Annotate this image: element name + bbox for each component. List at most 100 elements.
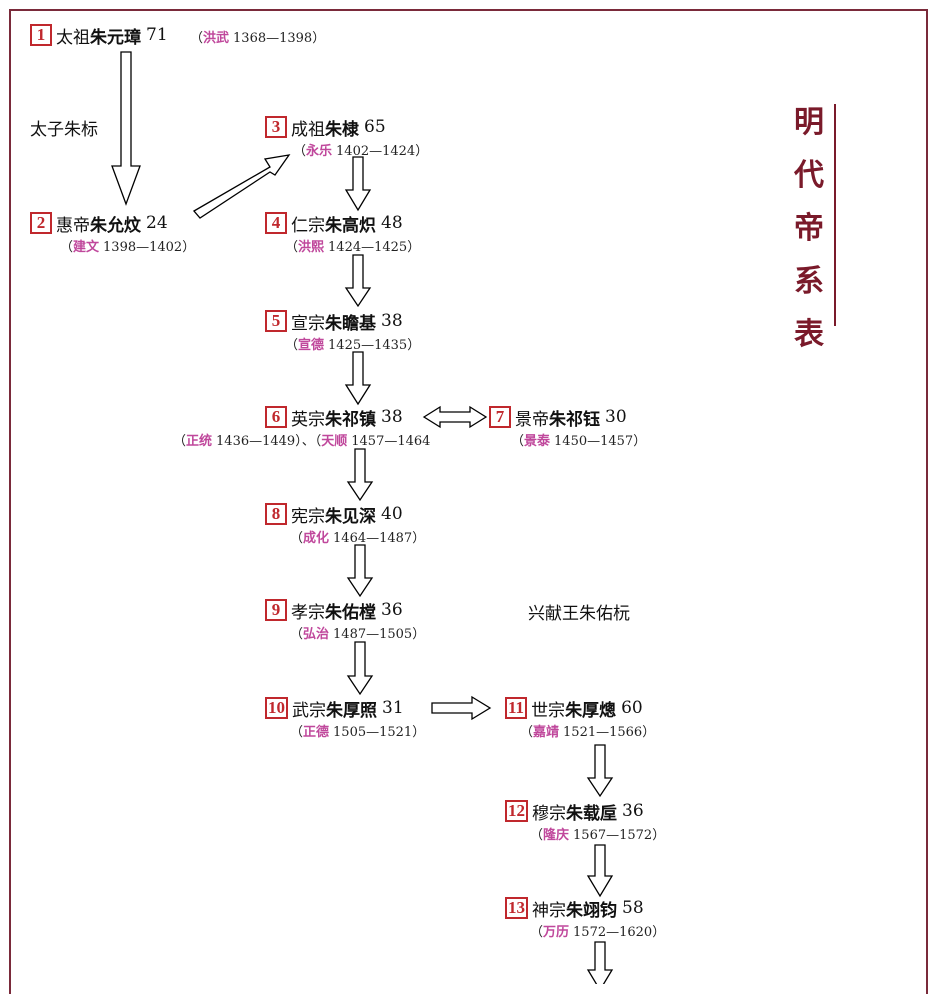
reign-number-badge: 3 <box>265 116 287 138</box>
emperor-name: 朱佑樘 <box>325 602 376 623</box>
era-name: 景泰 <box>524 434 551 449</box>
open-paren: （ <box>293 144 307 159</box>
temple-name: 孝宗 <box>291 602 325 623</box>
emperor-name: 朱载垕 <box>566 803 617 824</box>
open-paren: （ <box>520 725 534 740</box>
era-name: 正统 <box>186 434 213 449</box>
age-at-death: 36 <box>381 600 403 620</box>
age-at-death: 24 <box>146 213 168 233</box>
reign-years: 1487—1505 <box>333 627 413 642</box>
emperor-name: 朱瞻基 <box>325 313 376 334</box>
xingxian-label: 兴献王朱佑杬 <box>528 604 630 624</box>
age-at-death: 71 <box>146 25 168 45</box>
arrow-5-to-6 <box>344 351 372 406</box>
page-frame <box>9 9 928 994</box>
close-paren: ） <box>312 31 326 46</box>
reign-years: 1436—1449 <box>216 434 296 449</box>
reign-number-badge: 8 <box>265 503 287 525</box>
age-at-death: 58 <box>622 898 644 918</box>
reign-years: 1572—1620 <box>573 925 653 940</box>
title-char: 帝 <box>794 211 824 246</box>
temple-name: 景帝 <box>515 409 549 430</box>
arrow-1-to-2 <box>111 51 141 206</box>
arrow-11-to-12 <box>586 744 614 798</box>
open-paren: （ <box>511 434 525 449</box>
title-divider <box>834 104 836 326</box>
reign-years: 1398—1402 <box>103 240 183 255</box>
title-char: 明 <box>794 105 824 140</box>
temple-name: 穆宗 <box>532 803 566 824</box>
second-era-name: 天顺 <box>321 434 348 449</box>
temple-name: 成祖 <box>291 119 325 140</box>
close-paren: ） <box>412 627 426 642</box>
emperor-name: 朱见深 <box>325 506 376 527</box>
temple-name: 世宗 <box>531 700 566 721</box>
open-paren: （ <box>190 31 204 46</box>
close-paren: ） <box>182 240 196 255</box>
reign-years: 1521—1566 <box>563 725 643 740</box>
era-name: 建文 <box>73 240 100 255</box>
age-at-death: 30 <box>605 407 627 427</box>
emperor-name: 朱翊钧 <box>566 900 617 921</box>
close-paren: ） <box>415 144 429 159</box>
temple-name: 英宗 <box>291 409 325 430</box>
open-paren: （ <box>173 434 187 449</box>
reign-number-badge: 10 <box>265 697 288 719</box>
emperor-name: 朱厚熜 <box>565 700 617 721</box>
close-paren: ） <box>412 725 426 740</box>
emperor-name: 朱允炆 <box>90 215 141 236</box>
arrow-13-to-14 <box>586 941 614 984</box>
emperor-name: 朱厚照 <box>326 700 377 721</box>
open-paren: （ <box>285 240 299 255</box>
era-name: 嘉靖 <box>533 725 560 740</box>
arrow-9-to-10 <box>346 641 374 696</box>
arrow-3-to-4 <box>344 156 372 212</box>
temple-name: 太祖 <box>56 27 90 48</box>
era-name: 永乐 <box>306 144 333 159</box>
era-name: 洪武 <box>203 31 230 46</box>
era-name: 弘治 <box>303 627 330 642</box>
era-name: 隆庆 <box>543 828 570 843</box>
emperor-name: 朱元璋 <box>90 27 141 48</box>
reign-number-badge: 1 <box>30 24 52 46</box>
close-paren: ） <box>407 240 421 255</box>
age-at-death: 31 <box>382 698 404 718</box>
reign-number-badge: 2 <box>30 212 52 234</box>
reign-years: 1450—1457 <box>554 434 634 449</box>
age-at-death: 36 <box>622 801 644 821</box>
arrow-6-to-7 <box>422 405 488 429</box>
reign-years: 1368—1398 <box>233 31 313 46</box>
open-paren: （ <box>285 338 299 353</box>
open-paren: （ <box>530 925 544 940</box>
temple-name: 仁宗 <box>291 215 325 236</box>
arrow-12-to-13 <box>586 844 614 898</box>
age-at-death: 40 <box>381 504 403 524</box>
open-paren: （ <box>290 725 304 740</box>
close-paren: ） <box>652 828 666 843</box>
era-name: 正德 <box>303 725 330 740</box>
emperor-name: 朱祁钰 <box>549 409 600 430</box>
reign-number-badge: 9 <box>265 599 287 621</box>
reign-number-badge: 11 <box>505 697 528 719</box>
page-title: 明 代 帝 系 表 <box>786 96 832 361</box>
open-paren: （ <box>60 240 74 255</box>
arrow-2-to-3 <box>192 154 291 219</box>
open-paren: （ <box>290 627 304 642</box>
close-paren: ） <box>412 531 426 546</box>
